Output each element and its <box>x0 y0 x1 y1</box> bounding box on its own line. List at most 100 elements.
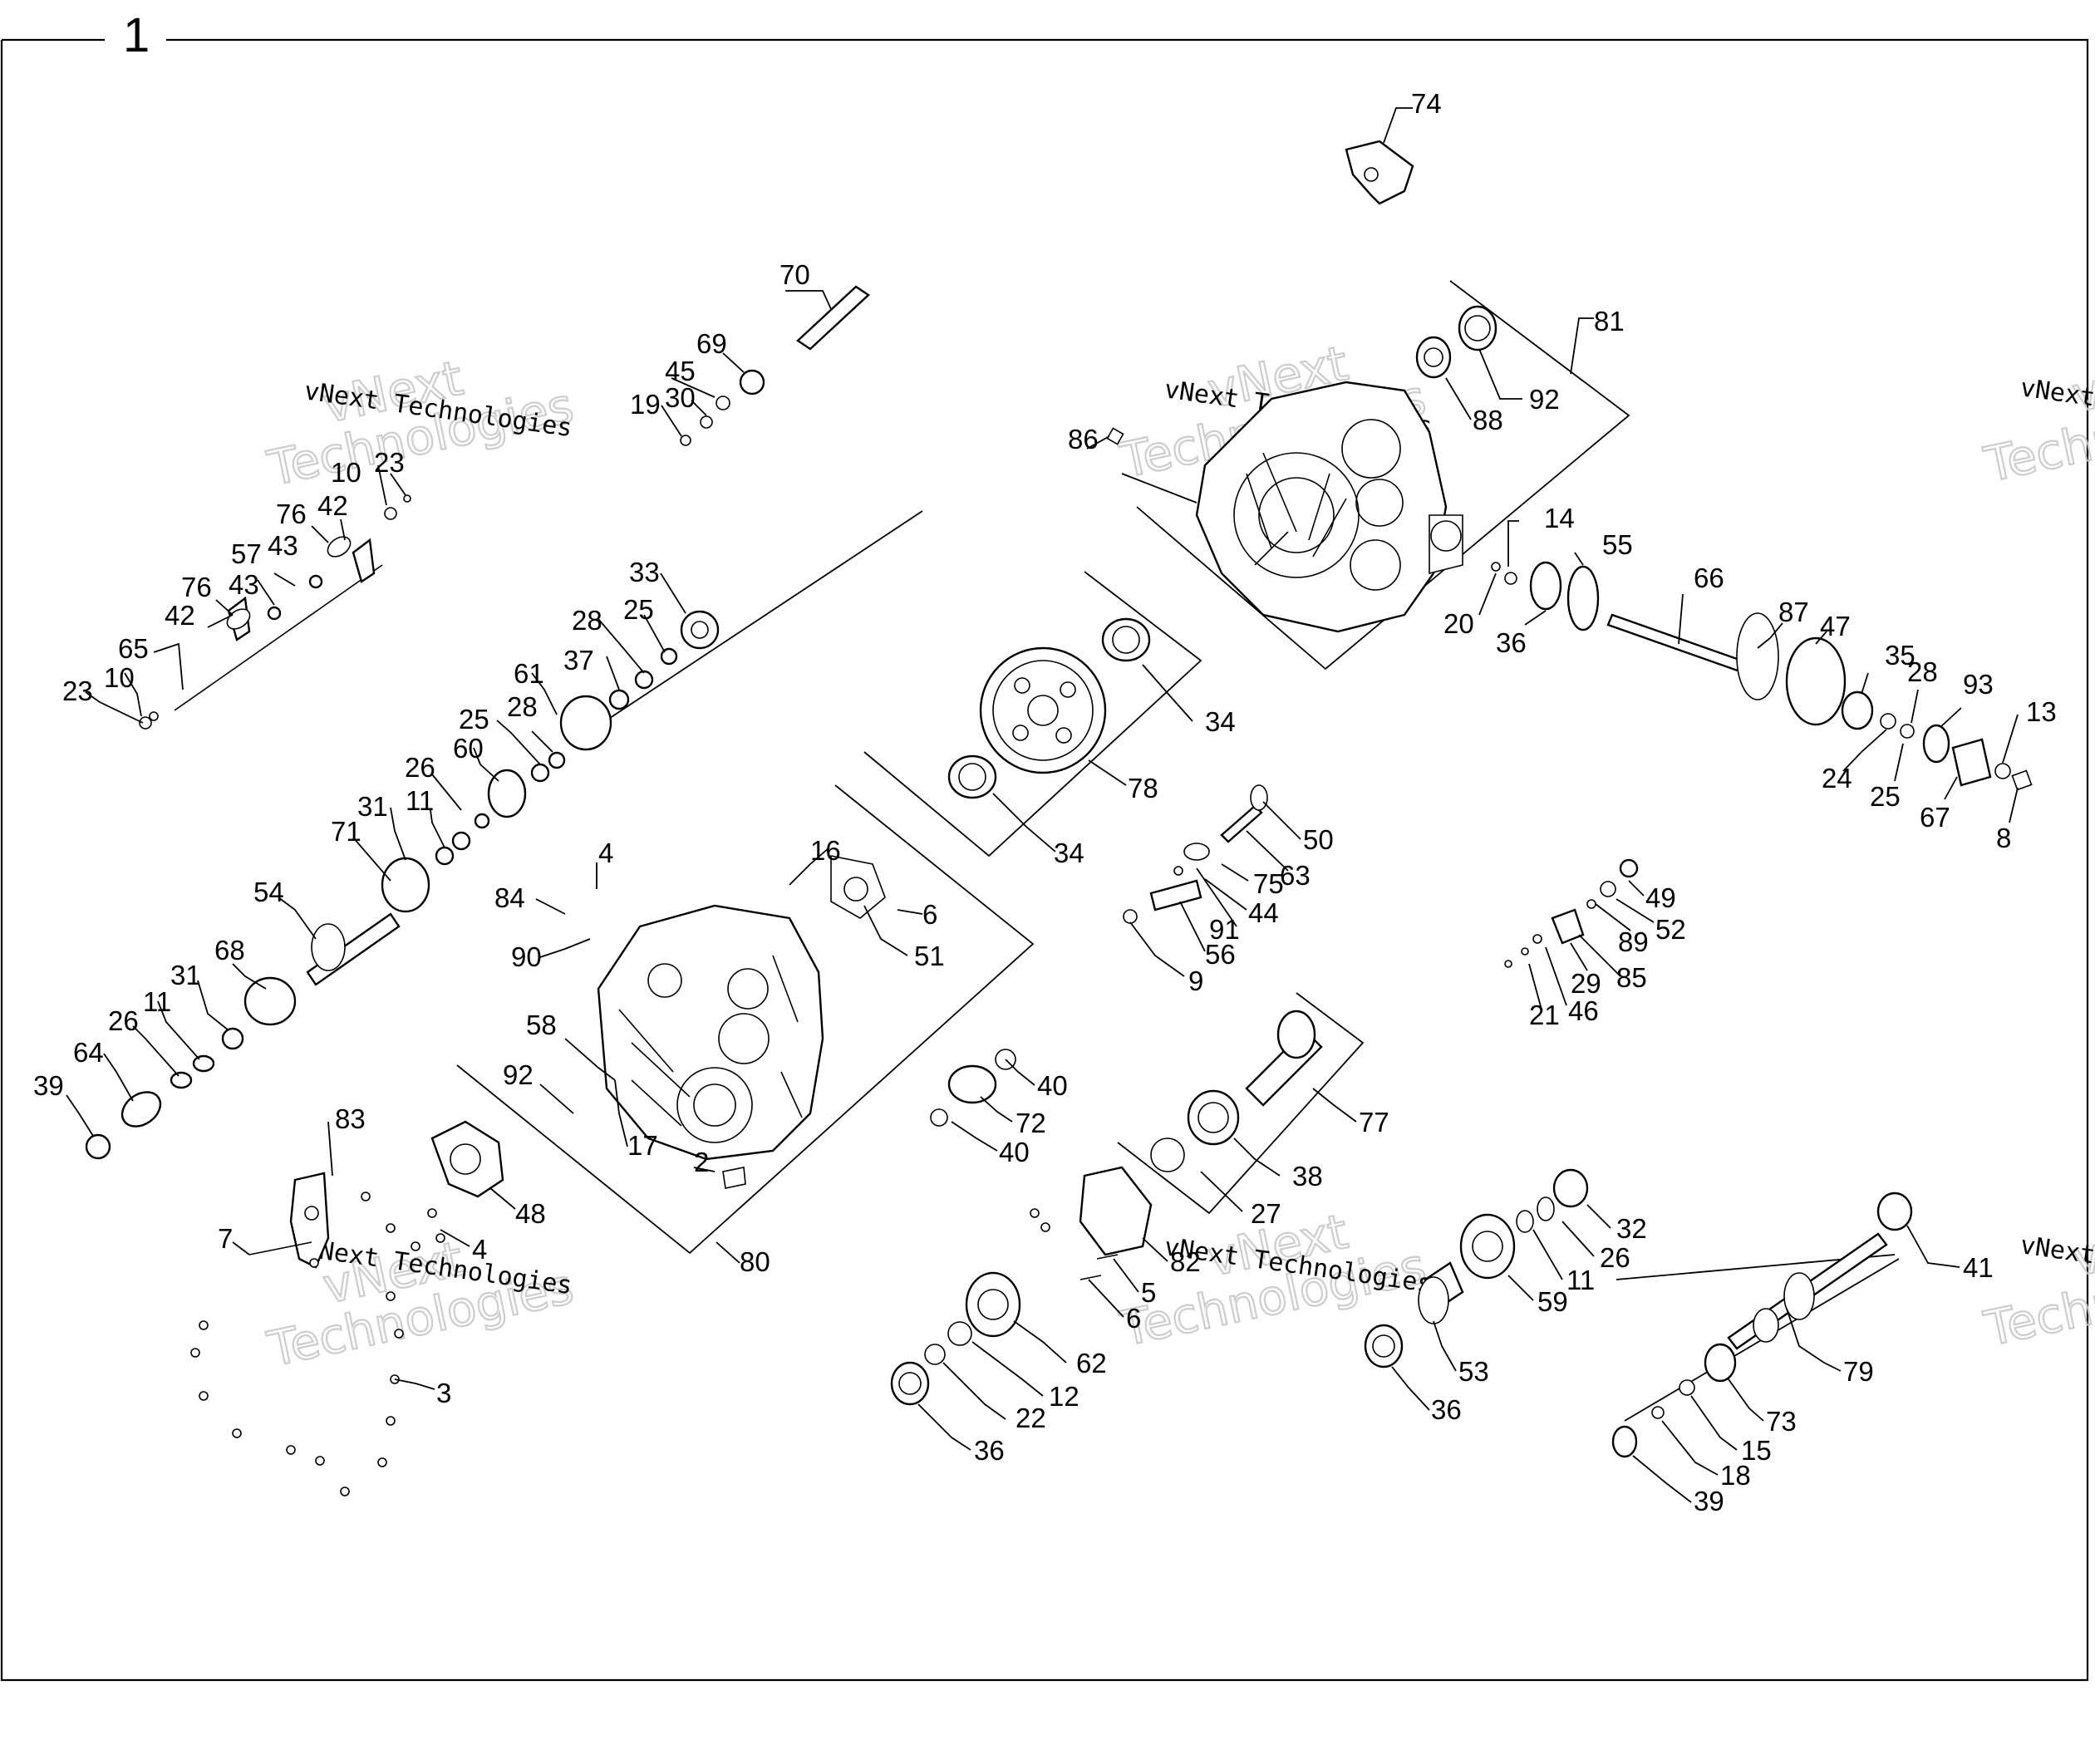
callout-13: 13 <box>2026 696 2057 727</box>
callout-60: 60 <box>453 733 484 764</box>
callout-43: 43 <box>229 569 259 600</box>
rod-63 <box>1220 804 1263 843</box>
callout-26: 26 <box>405 752 435 783</box>
callout-6: 6 <box>1126 1303 1141 1334</box>
callout-72: 72 <box>1016 1108 1046 1138</box>
callout-68: 68 <box>214 935 245 966</box>
callout-25: 25 <box>459 704 489 735</box>
callout-78: 78 <box>1128 773 1158 803</box>
gear-64 <box>120 1091 162 1128</box>
gear-68 <box>243 976 297 1026</box>
callout-30: 30 <box>665 382 696 413</box>
callout-22: 22 <box>1016 1403 1046 1433</box>
callout-88: 88 <box>1473 405 1503 435</box>
callout-56: 56 <box>1205 939 1236 970</box>
bearing-39 <box>85 1133 111 1160</box>
gear-59 <box>1459 1213 1516 1280</box>
callout-54: 54 <box>253 877 284 907</box>
callout-64: 64 <box>73 1037 104 1068</box>
callout-16: 16 <box>810 835 841 866</box>
callout-11: 11 <box>406 785 434 816</box>
callout-36: 36 <box>1431 1394 1462 1425</box>
callout-47: 47 <box>1820 611 1851 641</box>
callout-5: 5 <box>1141 1277 1156 1308</box>
bearing-34-top <box>1101 617 1151 662</box>
callout-70: 70 <box>779 259 810 290</box>
callout-2: 2 <box>694 1147 709 1177</box>
callout-40: 40 <box>999 1137 1030 1167</box>
output-shaft-parts <box>1491 561 2033 791</box>
callout-48: 48 <box>515 1198 546 1229</box>
callout-31: 31 <box>357 791 388 822</box>
callout-57: 57 <box>231 538 262 569</box>
selector-linkage <box>1123 784 1268 924</box>
callout-58: 58 <box>526 1010 557 1040</box>
callout-27: 27 <box>1251 1198 1281 1229</box>
callout-26: 26 <box>108 1005 139 1036</box>
callout-25: 25 <box>1870 781 1901 812</box>
callout-67: 67 <box>1920 802 1950 833</box>
callout-76: 76 <box>181 572 212 602</box>
callout-3: 3 <box>436 1378 451 1408</box>
shaft-70 <box>796 285 870 351</box>
oring-27 <box>1150 1138 1185 1172</box>
bracket-80 <box>456 784 1035 1255</box>
callout-11: 11 <box>1566 1265 1595 1295</box>
callout-53: 53 <box>1458 1356 1489 1387</box>
case-half-front <box>597 855 886 1189</box>
callout-26: 26 <box>1600 1242 1630 1273</box>
callout-20: 20 <box>1443 608 1474 639</box>
callout-75: 75 <box>1253 868 1284 899</box>
bearing-34-bottom <box>947 754 997 799</box>
callout-66: 66 <box>1694 563 1724 593</box>
lever-56 <box>1149 879 1202 911</box>
bracket-plate-74 <box>1345 140 1414 205</box>
callout-4: 4 <box>472 1234 487 1265</box>
shaft-77-assembly <box>1150 1010 1323 1172</box>
flange-67 <box>1951 738 1992 787</box>
callout-65: 65 <box>118 633 149 664</box>
gear-71 <box>381 857 430 913</box>
callout-24: 24 <box>1822 763 1852 794</box>
callout-9: 9 <box>1188 966 1203 996</box>
case-half-rear <box>1106 381 1463 633</box>
callout-31: 31 <box>170 960 201 990</box>
callout-37: 37 <box>563 645 594 676</box>
seals-top <box>1415 305 1497 379</box>
callout-62: 62 <box>1076 1348 1107 1378</box>
figure-frame: 1 <box>0 8 2089 1682</box>
callout-6: 6 <box>922 899 937 930</box>
gear-61 <box>559 695 612 751</box>
callout-40: 40 <box>1037 1070 1068 1101</box>
callout-81: 81 <box>1594 306 1625 337</box>
callout-59: 59 <box>1537 1286 1568 1317</box>
callout-28: 28 <box>507 691 538 722</box>
callout-28: 28 <box>572 605 602 636</box>
gear-47 <box>1785 636 1847 726</box>
callout-74: 74 <box>1411 88 1442 119</box>
bracket-77 <box>1117 992 1365 1215</box>
callout-80: 80 <box>740 1246 770 1277</box>
seal-93 <box>1922 724 1950 764</box>
shaft-79-assembly <box>1611 1192 1913 1458</box>
callout-42: 42 <box>165 600 195 631</box>
gear-78 <box>979 646 1107 774</box>
callout-4: 4 <box>598 838 613 868</box>
callout-35: 35 <box>1885 640 1915 671</box>
gear-62 <box>965 1271 1021 1338</box>
callout-45: 45 <box>665 356 696 386</box>
callout-36: 36 <box>974 1435 1005 1466</box>
countergear-assembly <box>947 617 1151 799</box>
seal-88 <box>1415 336 1452 379</box>
callout-93: 93 <box>1963 669 1994 700</box>
callout-8: 8 <box>1996 823 2011 853</box>
callout-34: 34 <box>1054 838 1084 868</box>
callout-79: 79 <box>1843 1356 1874 1387</box>
idler-gear-72 <box>930 1049 1016 1127</box>
bearing-39-right <box>1611 1425 1638 1458</box>
callout-23: 23 <box>62 676 93 706</box>
bearing-41 <box>1876 1192 1913 1231</box>
callout-32: 32 <box>1616 1213 1647 1244</box>
bearing-36-top <box>1529 561 1562 611</box>
